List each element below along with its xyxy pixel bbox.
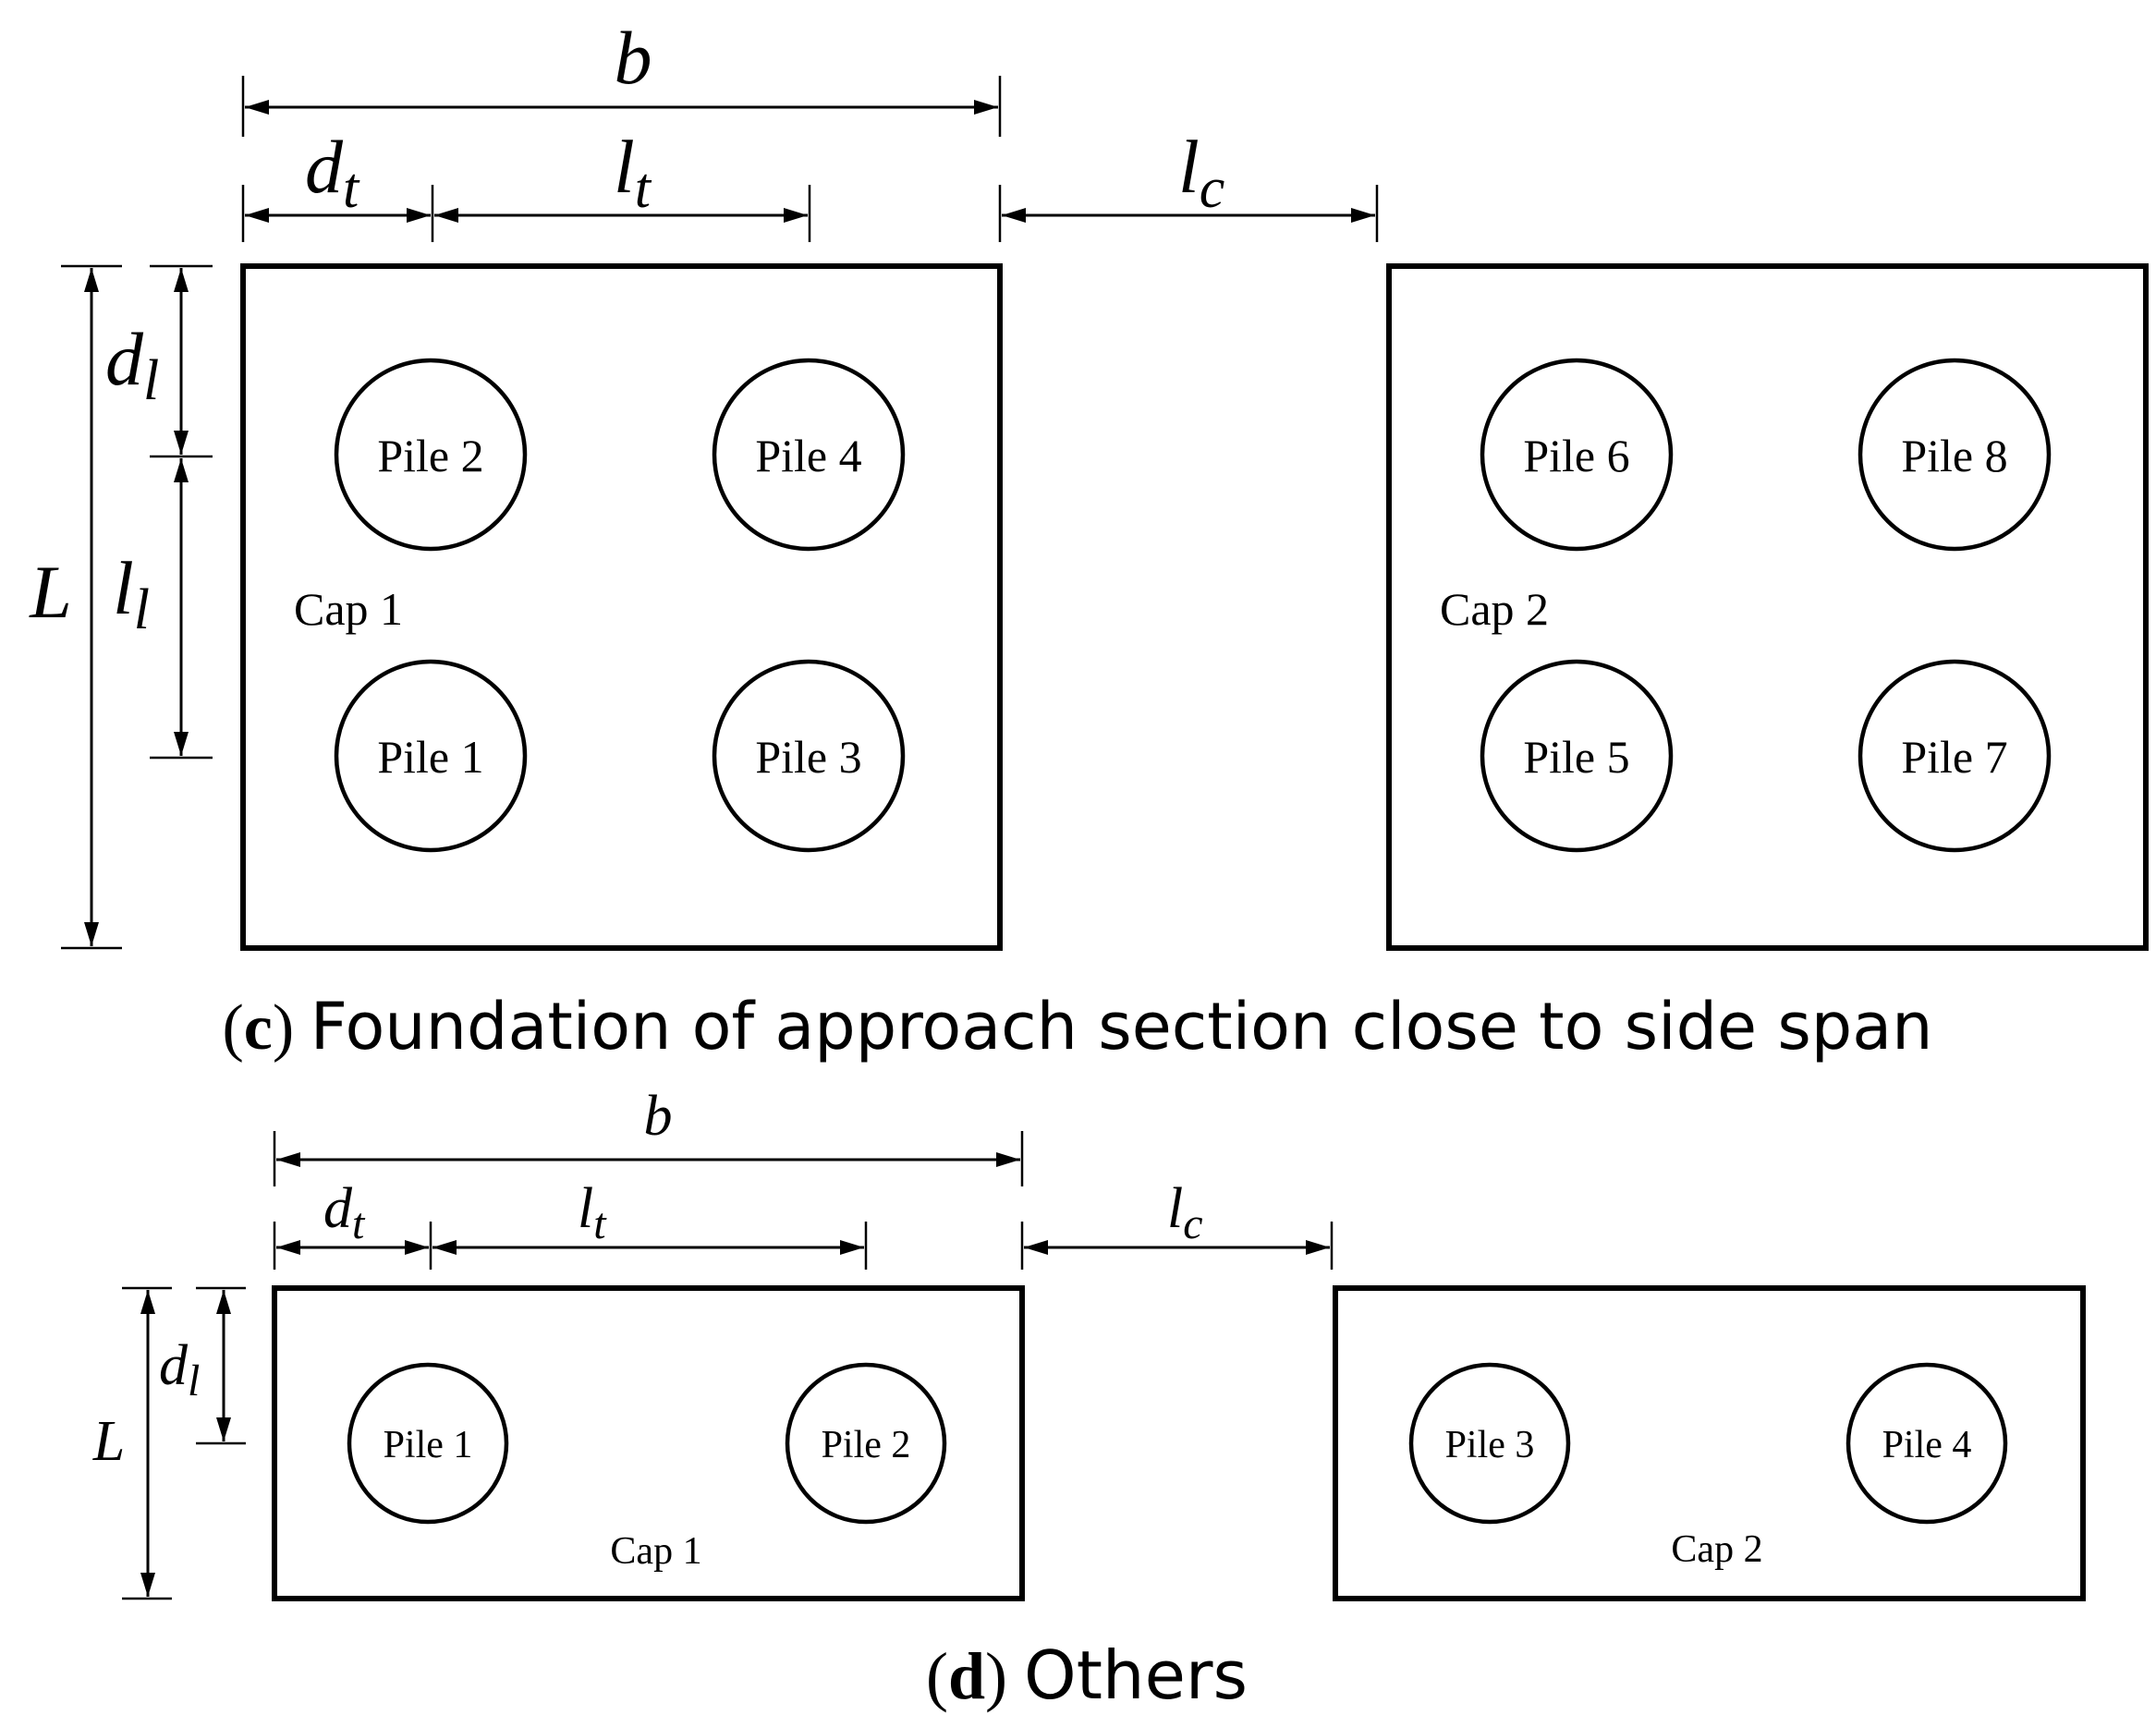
dimension-lt: lt (434, 125, 811, 242)
cap-1-outline (240, 263, 1003, 951)
pile-label: Pile 4 (755, 430, 861, 481)
dimension-dl: dl (105, 264, 213, 458)
pile-circle (785, 1362, 947, 1525)
pile-label: Pile 5 (1523, 731, 1629, 783)
dimension-lt-label: lt (614, 125, 652, 220)
dimension-dt-label: dt (305, 125, 360, 220)
pile-label: Pile 3 (755, 731, 861, 783)
caption-d: (d) Others (926, 1636, 1248, 1714)
pile-circle (347, 1362, 509, 1525)
pile-circle (1480, 358, 1674, 552)
cap-2-piles: Pile 3 Pile 4 (1408, 1362, 2008, 1525)
cap-1-piles: Pile 2 Pile 4 Pile 1 Pile 3 (334, 358, 906, 853)
pile-label: Pile 3 (1445, 1424, 1535, 1466)
cap-1-label: Cap 1 (294, 583, 403, 635)
pile-label: Pile 1 (384, 1424, 473, 1466)
dimension-b: b (241, 16, 1002, 137)
pile-label: Pile 8 (1901, 430, 2007, 481)
cap-1-piles: Pile 1 Pile 2 (347, 1362, 947, 1525)
dimension-b: b (273, 1085, 1024, 1186)
panel-d: Pile 1 Pile 2 Cap 1 Pile 3 Pile 4 Cap 2 … (92, 1085, 2086, 1714)
pile-label: Pile 6 (1523, 430, 1629, 481)
dimension-lc: lc (998, 125, 1379, 242)
pile-circle (1408, 1362, 1571, 1525)
dimension-dt: dt (241, 125, 434, 242)
panel-c: Pile 2 Pile 4 Pile 1 Pile 3 Cap 1 Pile 6… (29, 16, 2149, 1064)
dimension-dt-label: dt (323, 1177, 366, 1248)
dimension-lc-label: lc (1167, 1177, 1203, 1248)
cap-1-outline (272, 1285, 1025, 1601)
dimension-lt: lt (432, 1177, 868, 1270)
cap-1-label: Cap 1 (610, 1530, 701, 1573)
cap-2-label: Cap 2 (1440, 583, 1549, 635)
cap-2-outline (1386, 263, 2149, 951)
dimension-b-label: b (644, 1085, 673, 1148)
cap-2-label: Cap 2 (1671, 1528, 1762, 1571)
pile-label: Pile 4 (1882, 1424, 1972, 1466)
caption-c: (c) Foundation of approach section close… (222, 989, 1932, 1064)
pile-circle (1845, 1362, 2008, 1525)
pile-label: Pile 2 (377, 430, 483, 481)
cap-2-piles: Pile 6 Pile 8 Pile 5 Pile 7 (1480, 358, 2052, 853)
dimension-dl-label: dl (159, 1334, 200, 1405)
dimension-L: L (29, 264, 122, 950)
pile-circle (1858, 358, 2052, 552)
dimension-L-label: L (92, 1410, 125, 1473)
cap-2-outline (1333, 1285, 2086, 1601)
dimension-lc: lc (1020, 1177, 1334, 1270)
dimension-dt: dt (273, 1177, 432, 1270)
dimension-L-label: L (29, 550, 72, 634)
dimension-L: L (92, 1286, 172, 1600)
pile-circle (712, 659, 906, 853)
pile-circle (712, 358, 906, 552)
dimension-b-label: b (615, 16, 652, 100)
pile-circle (1858, 659, 2052, 853)
dimension-dl: dl (159, 1286, 246, 1445)
dimension-ll: ll (113, 458, 213, 760)
pile-label: Pile 2 (822, 1424, 911, 1466)
pile-circle (334, 659, 528, 853)
pile-circle (1480, 659, 1674, 853)
pile-label: Pile 1 (377, 731, 483, 783)
pile-circle (334, 358, 528, 552)
dimension-ll-label: ll (113, 546, 150, 641)
dimension-dl-label: dl (105, 317, 159, 412)
dimension-lc-label: lc (1178, 125, 1224, 220)
dimension-lt-label: lt (578, 1177, 607, 1248)
pile-label: Pile 7 (1901, 731, 2007, 783)
